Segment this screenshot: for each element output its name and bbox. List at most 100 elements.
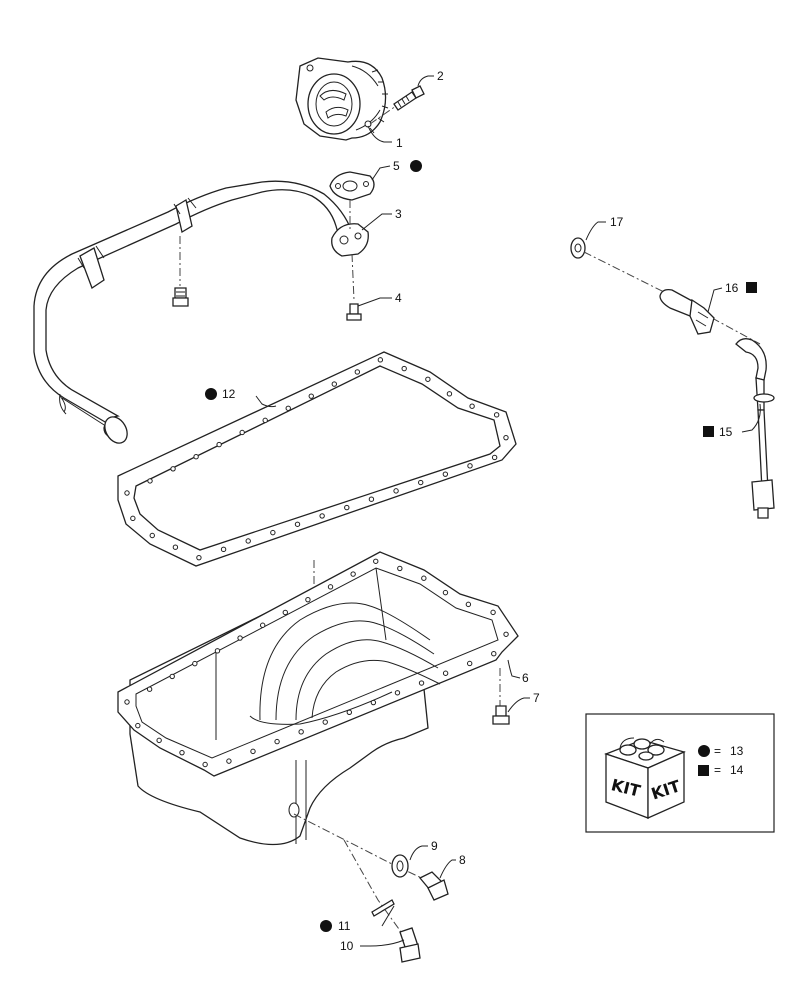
- washer-17[interactable]: [570, 237, 586, 259]
- callout-7: 7: [533, 691, 540, 705]
- bolt-hole: [490, 609, 496, 616]
- oil-pan-gasket[interactable]: [117, 351, 517, 567]
- bolt-hole: [124, 490, 130, 496]
- legend-square-marker: [698, 765, 709, 776]
- legend-number-13: 13: [730, 744, 744, 758]
- kit-legend: KIT KIT = 13 = 14: [585, 713, 775, 833]
- bolt-hole: [327, 584, 334, 590]
- bolt-hole: [401, 365, 407, 372]
- callout-6: 6: [522, 671, 529, 685]
- bolt-hole: [237, 635, 243, 641]
- bolt-hole: [421, 575, 427, 581]
- callout-1: 1: [396, 136, 403, 150]
- bolt-4b[interactable]: [172, 287, 189, 307]
- bolt-hole: [146, 686, 153, 692]
- bolt-hole: [377, 357, 384, 363]
- callout-12: 12: [222, 387, 236, 401]
- callout-16-square-marker: [746, 282, 757, 293]
- oil-pickup-tube[interactable]: [33, 180, 369, 447]
- bolt-hole: [170, 466, 176, 472]
- bolt-hole: [418, 680, 425, 686]
- bolt-hole: [491, 651, 497, 657]
- dipstick-tube-16[interactable]: [659, 288, 715, 335]
- bolt-hole: [285, 405, 291, 411]
- bolt-hole: [503, 631, 509, 637]
- bolt-hole: [147, 478, 153, 484]
- plug-10[interactable]: [399, 927, 421, 963]
- bolt-hole: [262, 417, 268, 424]
- bolt-hole: [214, 648, 221, 654]
- bolt-hole: [466, 660, 473, 667]
- bolt-hole: [373, 558, 379, 564]
- callout-3: 3: [395, 207, 402, 221]
- bolt-hole: [491, 454, 498, 461]
- oil-pump[interactable]: [295, 57, 389, 141]
- bolt-hole: [250, 748, 256, 755]
- bolt-hole: [156, 737, 162, 744]
- bolt-2[interactable]: [369, 85, 425, 125]
- callout-5-circle-marker: [410, 160, 422, 172]
- bolt-hole: [322, 719, 328, 725]
- drain-plug-8[interactable]: [418, 871, 449, 901]
- bolt-hole: [442, 471, 449, 477]
- bolt-hole: [130, 515, 136, 522]
- bolt-hole: [220, 546, 227, 553]
- callout-17: 17: [610, 215, 624, 229]
- bolt-hole: [446, 391, 453, 397]
- callout-12-circle-marker: [205, 388, 217, 400]
- bolt-hole: [467, 463, 473, 469]
- bolt-hole: [418, 479, 424, 486]
- bolt-hole: [270, 529, 276, 536]
- bolt-hole: [245, 538, 251, 544]
- callout-11-circle-marker: [320, 920, 332, 932]
- bolt-hole: [308, 393, 314, 399]
- bolt-hole: [370, 699, 377, 706]
- callout-15: 15: [719, 425, 733, 439]
- callout-15-square-marker: [703, 426, 714, 437]
- bolt-hole: [298, 729, 304, 735]
- kit-box-icon: KIT KIT: [604, 737, 686, 820]
- bolt-hole: [274, 738, 280, 745]
- bolt-hole: [124, 699, 130, 705]
- bolt-7[interactable]: [492, 668, 510, 725]
- bolt-4[interactable]: [346, 303, 362, 321]
- bolt-hole: [397, 565, 403, 572]
- callout-11: 11: [338, 919, 351, 933]
- bolt-hole: [469, 403, 475, 409]
- legend-circle-marker: [698, 745, 710, 757]
- bolt-hole: [172, 544, 179, 550]
- bolt-hole: [393, 488, 399, 494]
- callout-9: 9: [431, 839, 438, 853]
- bolt-hole: [169, 673, 175, 680]
- bolt-hole: [493, 412, 500, 418]
- bolt-hole: [305, 596, 311, 603]
- bolt-hole: [216, 441, 222, 448]
- gasket-bolt-holes: [124, 357, 509, 561]
- legend-equals-13: =: [714, 744, 721, 758]
- callout-4: 4: [395, 291, 402, 305]
- o-ring-11[interactable]: [371, 899, 395, 917]
- legend-equals-14: =: [714, 763, 721, 777]
- bolt-hole: [192, 660, 198, 667]
- dipstick-15[interactable]: [735, 338, 775, 519]
- gasket-5[interactable]: [329, 171, 375, 201]
- bolt-hole: [319, 513, 325, 519]
- washer-9[interactable]: [391, 854, 409, 878]
- bolt-hole: [282, 609, 288, 616]
- bolt-hole: [346, 709, 353, 716]
- oil-pan[interactable]: [117, 551, 519, 846]
- bolt-hole: [442, 589, 449, 596]
- bolt-hole: [394, 690, 401, 696]
- bolt-hole: [331, 381, 337, 387]
- bolt-hole: [344, 504, 350, 511]
- bolt-hole: [239, 429, 245, 436]
- callout-5: 5: [393, 159, 400, 173]
- callout-8: 8: [459, 853, 466, 867]
- bolt-hole: [202, 761, 208, 768]
- bolt-hole: [425, 376, 431, 382]
- callout-2: 2: [437, 69, 444, 83]
- bolt-hole: [368, 496, 375, 502]
- bolt-hole: [350, 571, 356, 577]
- bolt-hole: [193, 453, 199, 460]
